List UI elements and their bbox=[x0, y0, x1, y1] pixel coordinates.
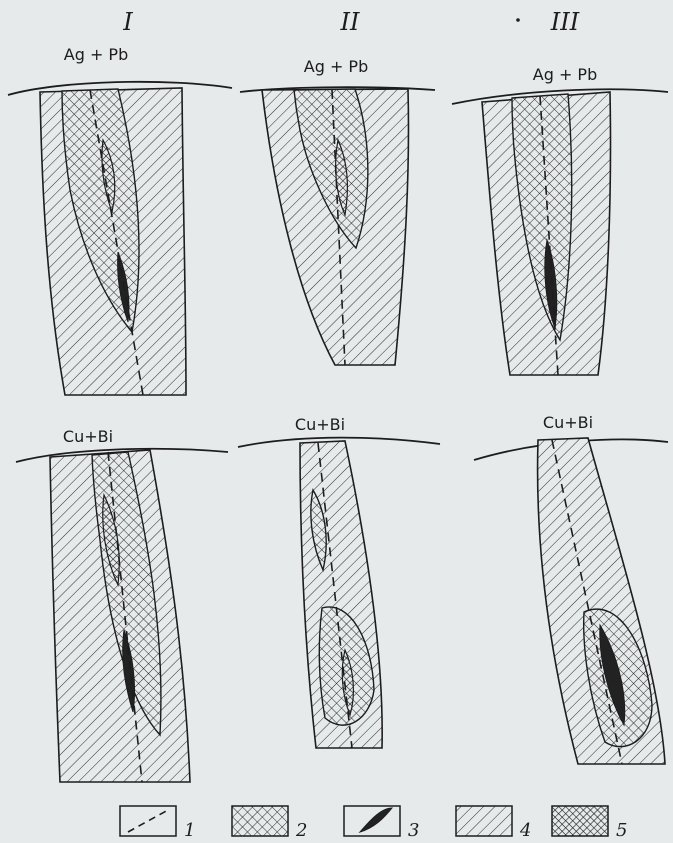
column-numeral-3: III bbox=[550, 8, 580, 36]
legend: 1 2 3 4 5 bbox=[120, 806, 627, 841]
legend-item-2: 2 bbox=[232, 806, 307, 841]
legend-number-4: 4 bbox=[519, 820, 531, 841]
vein-top-3 bbox=[482, 92, 611, 375]
dot-mark bbox=[516, 18, 520, 22]
vein-bottom-1 bbox=[50, 450, 190, 782]
legend-number-5: 5 bbox=[616, 820, 627, 841]
vein-bottom-2 bbox=[300, 441, 382, 748]
legend-item-3: 3 bbox=[344, 806, 419, 841]
column-numeral-1: I bbox=[122, 8, 133, 36]
bottom-metal-label-1: Cu+Bi bbox=[63, 427, 113, 446]
top-metal-label-3: Ag + Pb bbox=[533, 65, 597, 84]
top-metal-label-2: Ag + Pb bbox=[304, 57, 368, 76]
legend-item-5: 5 bbox=[552, 806, 627, 841]
vein-top-1 bbox=[40, 88, 186, 395]
vein-top-2 bbox=[262, 89, 408, 365]
legend-item-4: 4 bbox=[456, 806, 531, 841]
bottom-metal-label-2: Cu+Bi bbox=[295, 415, 345, 434]
legend-item-1: 1 bbox=[120, 806, 195, 841]
legend-number-2: 2 bbox=[295, 820, 307, 841]
bottom-metal-label-3: Cu+Bi bbox=[543, 413, 593, 432]
top-metal-label-1: Ag + Pb bbox=[64, 45, 128, 64]
legend-number-1: 1 bbox=[184, 820, 195, 841]
legend-number-3: 3 bbox=[408, 820, 419, 841]
vein-bottom-3 bbox=[538, 438, 665, 764]
column-numeral-2: II bbox=[340, 8, 360, 36]
